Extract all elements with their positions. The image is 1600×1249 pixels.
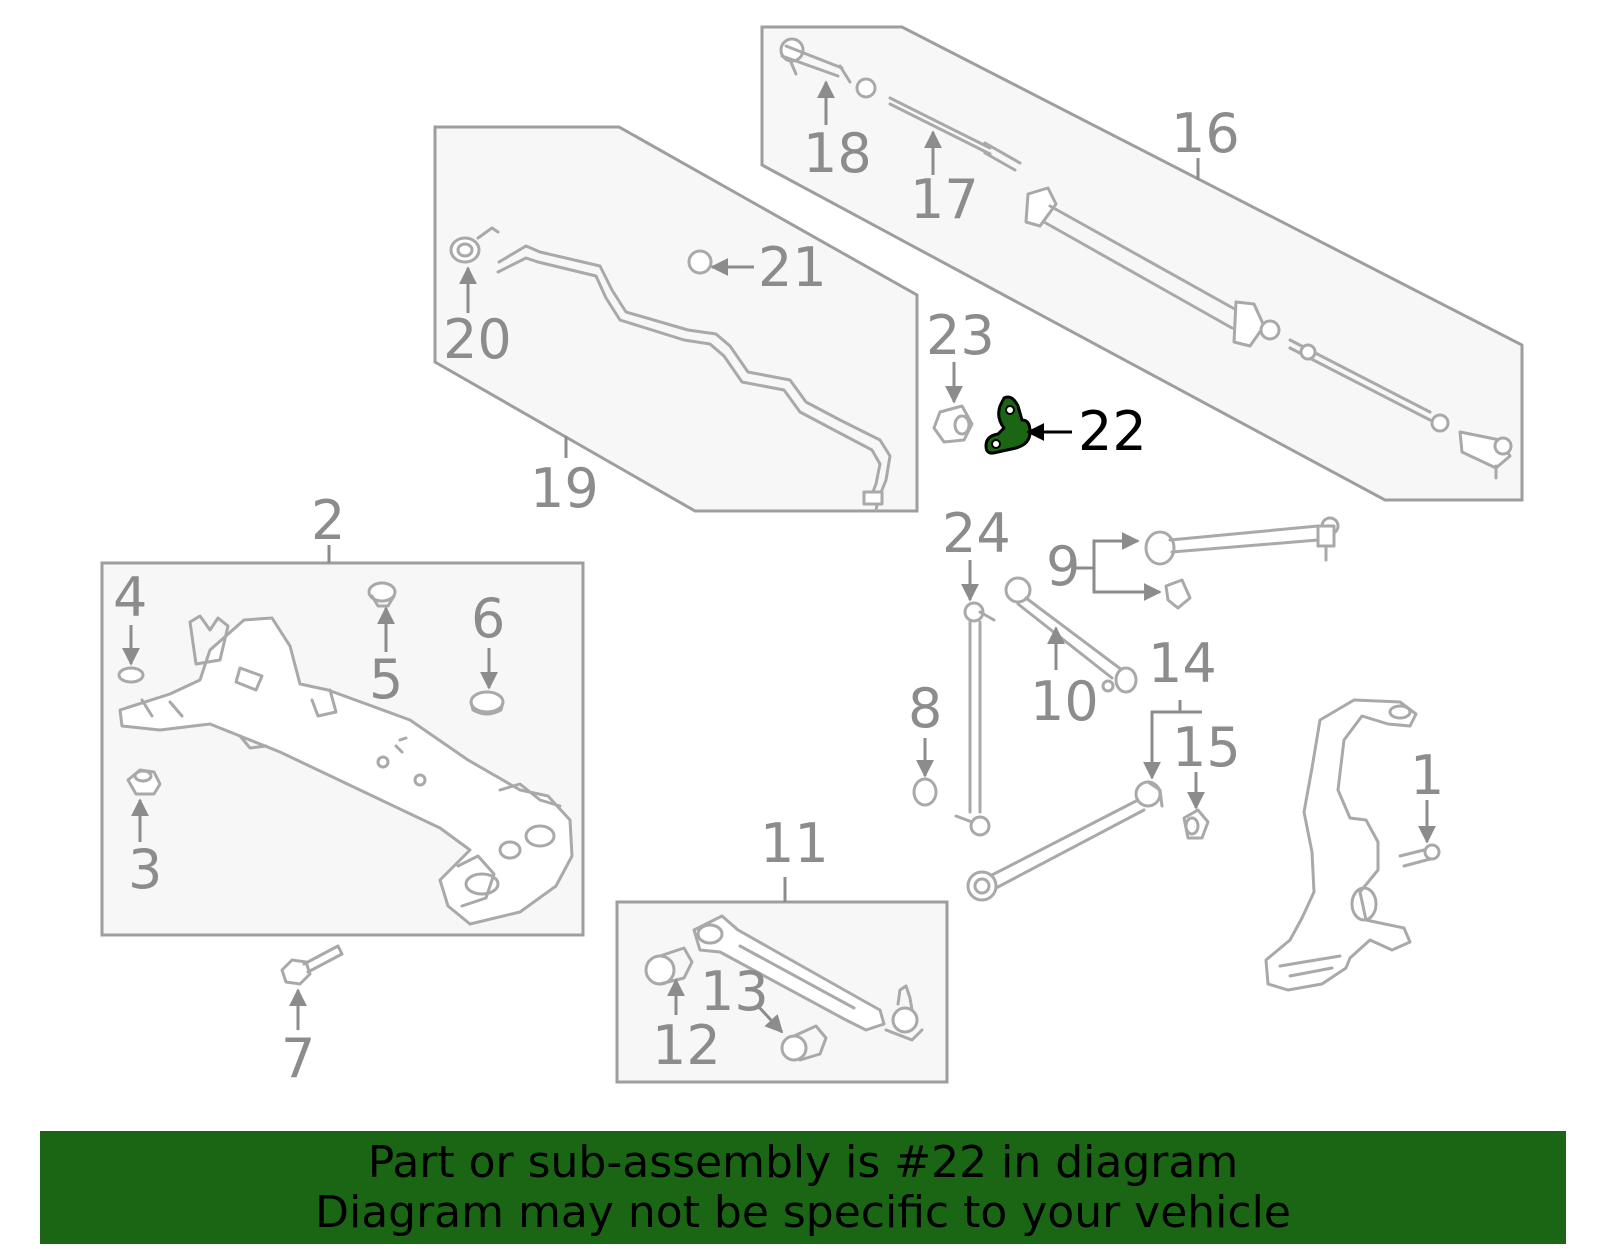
banner-line-2: Diagram may not be specific to your vehi… (315, 1186, 1291, 1238)
part-15-bushing (1182, 808, 1210, 840)
part-5-grommet (367, 581, 397, 608)
part-23-bushing (932, 404, 974, 444)
callout-8: 8 (908, 677, 942, 740)
callout-24: 24 (942, 502, 1011, 565)
callout-10: 10 (1030, 670, 1099, 733)
crossmember-assembly (118, 614, 574, 926)
steering-rack-assembly (779, 37, 1513, 480)
group-box-16 (760, 25, 1524, 502)
callout-9: 9 (1046, 535, 1080, 598)
part-24-stabilizer-link (954, 601, 996, 837)
info-banner: Part or sub-assembly is #22 in diagram D… (40, 1131, 1566, 1244)
callout-23: 23 (926, 304, 995, 367)
callout-labels: 16 18 17 21 20 23 22 19 2 24 9 4 6 5 14 … (113, 102, 1444, 1090)
part-7-bolt (280, 944, 344, 986)
callout-18: 18 (803, 122, 872, 185)
stabilizer-bar-assembly (449, 226, 892, 512)
part-14-arm (966, 780, 1164, 902)
group-box-19 (433, 125, 919, 513)
part-3-nut (126, 768, 162, 796)
lower-arm-assembly (644, 914, 924, 1062)
callout-14: 14 (1148, 632, 1217, 695)
leader-lines (122, 80, 1436, 1034)
part-9-arm (1144, 516, 1340, 610)
callout-21: 21 (758, 236, 827, 299)
callout-5: 5 (369, 648, 403, 711)
callout-20: 20 (443, 308, 512, 371)
part-22-bracket-highlighted (984, 395, 1032, 455)
banner-line-1: Part or sub-assembly is #22 in diagram (367, 1136, 1239, 1188)
callout-2: 2 (311, 489, 345, 552)
part-10-arm (1004, 576, 1138, 694)
callout-4: 4 (113, 566, 147, 629)
callout-7: 7 (281, 1027, 315, 1090)
part-1-knuckle (1264, 698, 1441, 992)
part-6-cap (469, 690, 505, 716)
callout-22: 22 (1078, 400, 1147, 463)
callout-6: 6 (471, 587, 505, 650)
callout-19: 19 (530, 457, 599, 520)
callout-1: 1 (1410, 744, 1444, 807)
part-8-nut (912, 777, 938, 807)
part-4-washer (117, 666, 145, 684)
callout-15: 15 (1172, 716, 1241, 779)
callout-11: 11 (760, 812, 829, 875)
callout-12: 12 (652, 1014, 721, 1077)
callout-16: 16 (1171, 102, 1240, 165)
callout-13: 13 (700, 960, 769, 1023)
callout-17: 17 (910, 168, 979, 231)
callout-3: 3 (128, 838, 162, 901)
